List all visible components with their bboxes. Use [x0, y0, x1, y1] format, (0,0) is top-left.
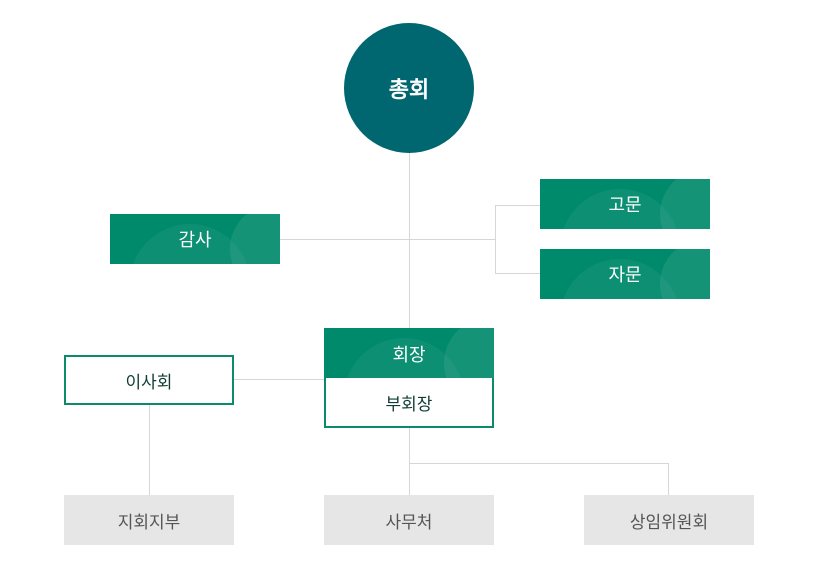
auditor-label: 감사 [178, 230, 212, 251]
vice-chairman-node: 부회장 [324, 378, 494, 428]
board-label: 이사회 [125, 372, 173, 393]
consultant-node: 자문 [540, 249, 710, 299]
connector-board [234, 379, 325, 380]
connector-chairman-down [409, 427, 410, 495]
connector-board-down [149, 404, 150, 495]
board-node: 이사회 [64, 355, 234, 405]
connector-auditor [280, 239, 496, 240]
connector-advisor [495, 205, 540, 206]
standing-committee-node: 상임위원회 [584, 495, 754, 545]
connector-trunk [409, 152, 410, 328]
connector-advisor-bracket [495, 205, 496, 274]
vice-chairman-label: 부회장 [385, 394, 433, 415]
connector-committee-down [668, 463, 669, 495]
general-assembly-node: 총회 [344, 23, 474, 153]
standing-committee-label: 상임위원회 [629, 512, 709, 533]
chairman-node: 회장 [324, 328, 494, 379]
general-assembly-label: 총회 [388, 78, 430, 103]
connector-committee [409, 463, 669, 464]
branches-node: 지회지부 [64, 495, 234, 545]
secretariat-node: 사무처 [324, 495, 494, 545]
auditor-node: 감사 [110, 214, 280, 264]
secretariat-label: 사무처 [385, 512, 433, 533]
branches-label: 지회지부 [117, 512, 181, 533]
advisor-label: 고문 [608, 195, 642, 216]
advisor-node: 고문 [540, 179, 710, 229]
chairman-label: 회장 [392, 344, 426, 366]
consultant-label: 자문 [608, 265, 642, 286]
connector-consultant [495, 273, 540, 274]
